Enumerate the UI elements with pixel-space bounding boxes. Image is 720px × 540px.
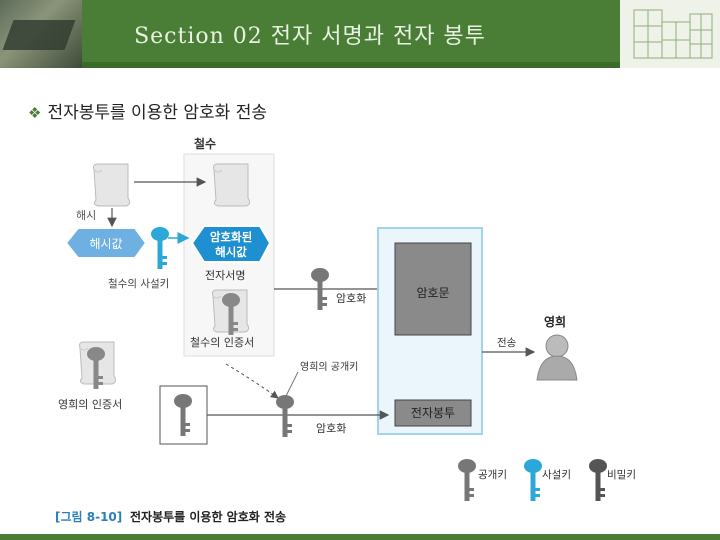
transmit-label: 전송 — [497, 337, 517, 349]
signature-label: 전자서명 — [205, 269, 245, 282]
sender-private-key-icon — [151, 227, 169, 269]
receiver-cert-label: 영희의 인증서 — [58, 398, 122, 411]
legend-secret-key-icon — [589, 459, 607, 501]
copied-document-icon — [213, 163, 251, 207]
ciphertext-box — [394, 242, 472, 336]
encrypted-hash-line2: 해시값 — [215, 245, 247, 259]
private-key-label: 철수의 사설키 — [108, 278, 169, 290]
ciphertext-label: 암호문 — [416, 286, 449, 300]
legend-private-label: 사설키 — [542, 469, 571, 481]
encrypted-hash-line1: 암호화된 — [210, 230, 252, 244]
public-key-pointer — [285, 371, 299, 397]
encrypted-hash-shape — [190, 225, 272, 263]
header-banner: Section 02 전자 서명과 전자 봉투 — [0, 0, 720, 68]
legend-public-key-icon — [458, 459, 476, 501]
hash-value-label: 해시값 — [89, 237, 122, 251]
hash-label: 해시 — [76, 208, 96, 222]
envelope-label: 전자봉투 — [411, 406, 455, 420]
public-key-label: 영희의 공개키 — [300, 361, 358, 373]
legend-secret-label: 비밀키 — [607, 469, 636, 481]
legend-public-label: 공개키 — [478, 469, 507, 481]
slide-subtitle: ❖ 전자봉투를 이용한 암호화 전송 — [28, 98, 267, 123]
encrypt-label-2: 암호화 — [316, 422, 346, 435]
receiver-label: 영희 — [544, 314, 566, 329]
envelope-box — [394, 399, 472, 427]
public-key-arrow — [225, 363, 279, 399]
bullet-icon: ❖ — [28, 104, 42, 122]
page-title: Section 02 전자 서명과 전자 봉투 — [134, 24, 486, 49]
title-bar — [82, 0, 620, 68]
sender-label: 철수 — [194, 136, 216, 151]
subtitle-text: 전자봉투를 이용한 암호화 전송 — [47, 103, 267, 123]
legend-private-key-icon — [524, 459, 542, 501]
original-document-icon — [93, 163, 131, 207]
hash-value-shape — [64, 227, 148, 259]
header-photo-left — [0, 0, 82, 68]
caption-text: 전자봉투를 이용한 암호화 전송 — [130, 509, 286, 524]
receiver-person-icon — [536, 334, 578, 381]
public-key-icon — [276, 395, 294, 437]
sender-cert-label: 철수의 인증서 — [190, 336, 254, 349]
encrypt-label-1: 암호화 — [336, 292, 366, 305]
header-photo-right — [620, 0, 720, 68]
footer-line — [0, 534, 720, 540]
caption-prefix: [그림 8-10] — [55, 510, 122, 524]
